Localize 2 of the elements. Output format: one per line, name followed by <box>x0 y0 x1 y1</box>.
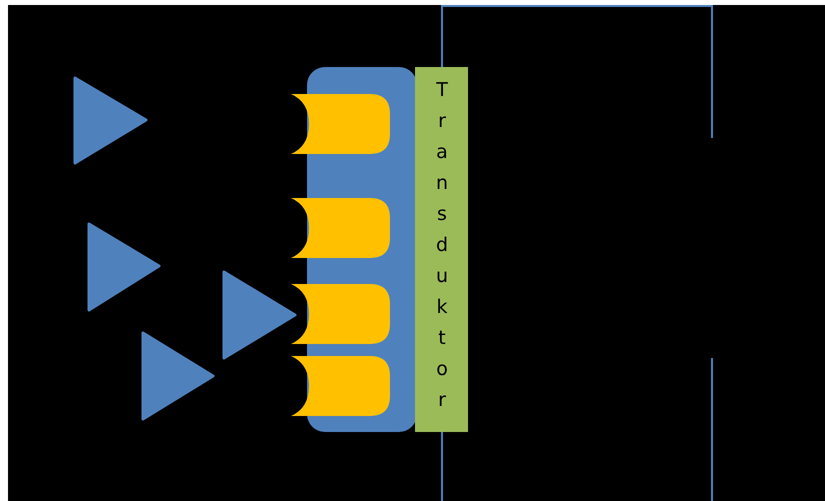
transducer-bar <box>415 67 468 432</box>
transducer-label: Transduktor <box>432 79 451 420</box>
